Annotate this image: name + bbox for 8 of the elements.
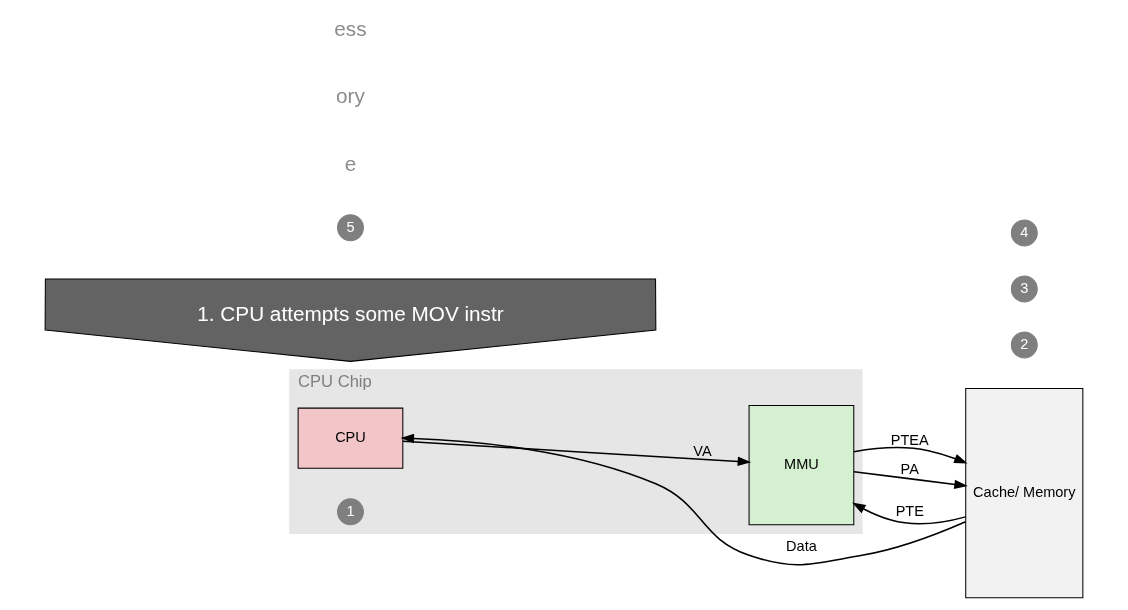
label: ess [334, 17, 367, 41]
label: e [344, 151, 357, 175]
label: ory [336, 84, 365, 108]
edge-label: PTEA [890, 431, 929, 448]
edge-label: VA [693, 443, 712, 460]
edge-label: PA [900, 460, 919, 477]
edge-label: Data [786, 538, 817, 555]
edge-label: PTE [895, 503, 924, 520]
